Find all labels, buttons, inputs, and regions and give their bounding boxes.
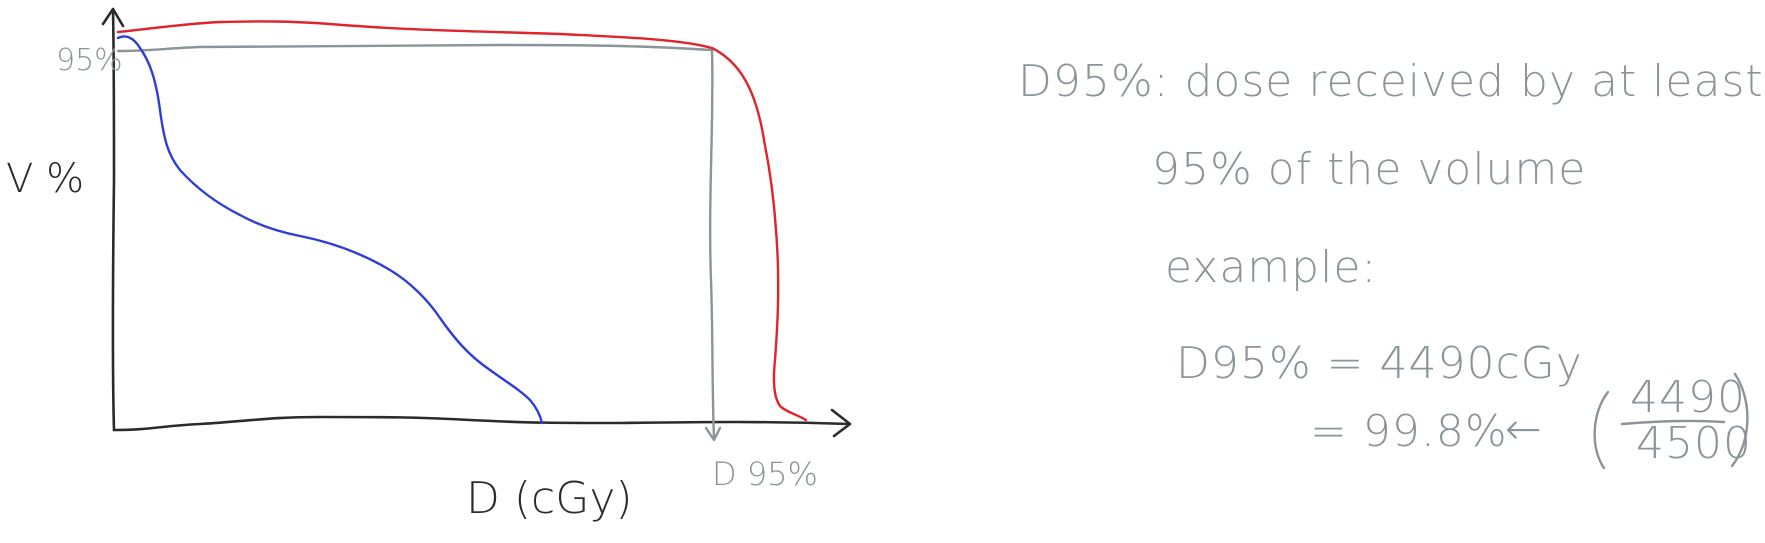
note-example-heading: example: (1165, 242, 1377, 293)
right-parenthesis (1730, 372, 1749, 468)
diagram-labels: 95% V % D (cGy) D 95% (6, 43, 818, 524)
left-parenthesis (1593, 390, 1610, 470)
left-arrow-icon: ← (1505, 404, 1543, 455)
note-example-value: D95% = 4490cGy (1176, 338, 1583, 389)
note-example-percent: = 99.8% (1310, 406, 1508, 457)
x-axis-label: D (cGy) (466, 473, 633, 524)
y-axis (111, 8, 116, 432)
fraction-bar (1620, 419, 1726, 426)
explanation-notes: D95%: dose received by at least 95% of t… (1018, 56, 1764, 470)
x-axis-arrowhead (830, 408, 852, 438)
y-axis-arrowhead (101, 7, 125, 28)
horizontal-95-line (116, 43, 714, 53)
vertical-d95-line (708, 48, 716, 440)
blue-dvh-curve (116, 35, 544, 425)
x-marker-label-d95: D 95% (712, 455, 818, 493)
x-axis (112, 415, 852, 432)
note-definition-line1: D95%: dose received by at least (1018, 56, 1764, 107)
note-definition-line2: 95% of the volume (1152, 144, 1586, 195)
axes (101, 7, 852, 438)
red-dvh-curve (116, 20, 808, 422)
fraction-numerator: 4490 (1630, 372, 1746, 423)
y-tick-label-95: 95% (56, 43, 123, 78)
y-axis-label: V % (6, 156, 84, 202)
fraction-denominator: 4500 (1636, 418, 1752, 469)
vertical-d95-arrowhead (704, 426, 722, 442)
d95-guides (116, 43, 722, 442)
